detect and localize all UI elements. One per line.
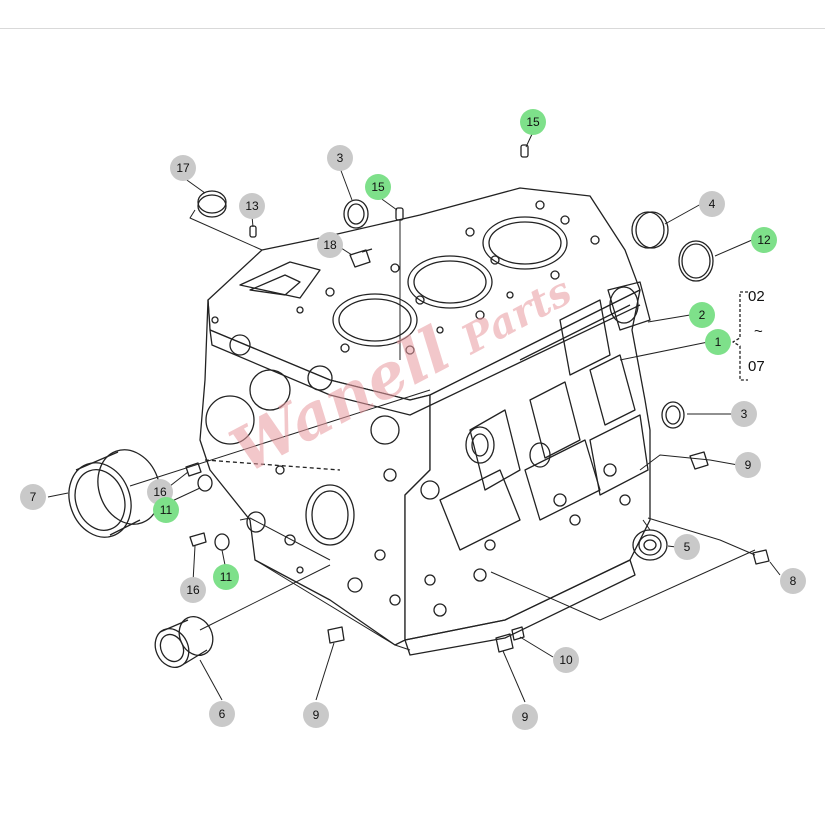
callout-circle [520,109,546,135]
callout-circle [327,145,353,171]
part-6-bushing [154,616,214,668]
callout-15: 15 [520,109,546,135]
callout-17: 17 [170,155,196,181]
callout-circle [213,564,239,590]
callout-number: 13 [245,199,259,213]
callout-circle [20,484,46,510]
callout-circle [705,329,731,355]
range-tilde: ~ [754,323,763,340]
callout-8: 8 [780,568,806,594]
callout-9: 9 [735,452,761,478]
callout-number: 3 [741,407,748,421]
callout-10: 10 [553,647,579,673]
part-18-bolt [349,248,373,268]
part-9-plugs [327,451,709,653]
callout-13: 13 [239,193,265,219]
callout-number: 12 [757,233,771,247]
part-4-plug [631,211,669,249]
callout-number: 15 [371,180,385,194]
callout-3: 3 [731,401,757,427]
range-from: 02 [748,288,765,305]
range-label: 02 ~ 07 [748,288,765,375]
callout-circle [239,193,265,219]
top-border-line [0,28,825,29]
callout-circle [170,155,196,181]
part-17-plug [197,190,227,218]
callout-circle [553,647,579,673]
callout-circle [512,704,538,730]
callout-number: 3 [337,151,344,165]
callout-number: 9 [522,710,529,724]
range-bracket [732,291,748,381]
callout-3: 3 [327,145,353,171]
callout-circle [180,577,206,603]
part-16-pins [185,462,207,547]
callout-circle [731,401,757,427]
callout-number: 18 [323,238,337,252]
callout-circle [365,174,391,200]
callout-9: 9 [303,702,329,728]
callout-circle [674,534,700,560]
callout-number: 10 [559,653,573,667]
callout-circle [689,302,715,328]
callout-number: 9 [313,708,320,722]
callout-circle [699,191,725,217]
callout-number: 2 [699,308,706,322]
callout-number: 9 [745,458,752,472]
callout-number: 7 [30,490,37,504]
callout-11: 11 [153,497,179,523]
part-13-pin [249,225,257,238]
callout-number: 15 [526,115,540,129]
callout-number: 1 [715,335,722,349]
callout-15: 15 [365,174,391,200]
part-3-plug-lower [661,401,685,429]
callout-circle [751,227,777,253]
callout-number: 16 [186,583,200,597]
part-7-oil-seal [68,449,161,538]
callout-18: 18 [317,232,343,258]
part-8-plug [752,549,770,565]
callout-circle [780,568,806,594]
callout-circle [209,701,235,727]
cylinder-block [199,187,651,656]
callout-16: 16 [180,577,206,603]
callout-7: 7 [20,484,46,510]
callout-number: 11 [160,503,173,517]
callout-number: 4 [709,197,716,211]
callout-number: 8 [790,574,797,588]
callout-circle [153,497,179,523]
callout-circle [303,702,329,728]
callout-number: 6 [219,707,226,721]
callout-number: 11 [220,570,233,584]
callout-2: 2 [689,302,715,328]
part-10-plug [511,626,525,641]
callout-4: 4 [699,191,725,217]
callout-5: 5 [674,534,700,560]
callout-6: 6 [209,701,235,727]
callout-number: 16 [153,485,167,499]
callout-11: 11 [213,564,239,590]
range-to: 07 [748,358,765,375]
callout-circle [317,232,343,258]
part-12-plug [678,240,714,282]
callout-circle [735,452,761,478]
callout-12: 12 [751,227,777,253]
callout-9: 9 [512,704,538,730]
callout-number: 5 [684,540,691,554]
callout-1: 1 [705,329,731,355]
callout-number: 17 [176,161,190,175]
part-3-plug-upper [343,199,369,229]
